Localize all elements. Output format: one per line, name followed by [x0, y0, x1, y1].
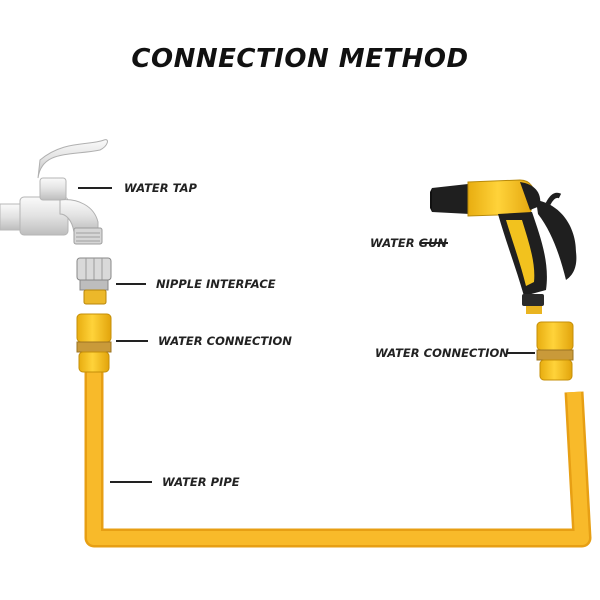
- diagram-title: CONNECTION METHOD: [131, 44, 469, 74]
- water-gun-label: WATER GUN: [370, 236, 448, 250]
- water-connection-left-image: [76, 313, 112, 373]
- water-tap-image: [0, 139, 108, 245]
- water-tap-label: WATER TAP: [124, 181, 197, 195]
- water-connection-right-leader-line: [507, 352, 535, 354]
- water-connection-right-label: WATER CONNECTION: [375, 346, 509, 360]
- water-gun-leader-line: [420, 242, 448, 244]
- water-tap-leader-line: [78, 187, 112, 189]
- water-connection-left-leader-line: [116, 340, 148, 342]
- water-connection-left-label: WATER CONNECTION: [158, 334, 292, 348]
- nipple-interface-label: NIPPLE INTERFACE: [156, 277, 276, 291]
- nipple-interface-leader-line: [116, 283, 146, 285]
- water-pipe-label: WATER PIPE: [162, 475, 240, 489]
- water-connection-right-image: [536, 321, 574, 381]
- water-gun-image: [430, 179, 577, 314]
- nipple-interface-image: [76, 257, 112, 305]
- water-pipe-leader-line: [110, 481, 152, 483]
- water-pipe: [84, 372, 592, 548]
